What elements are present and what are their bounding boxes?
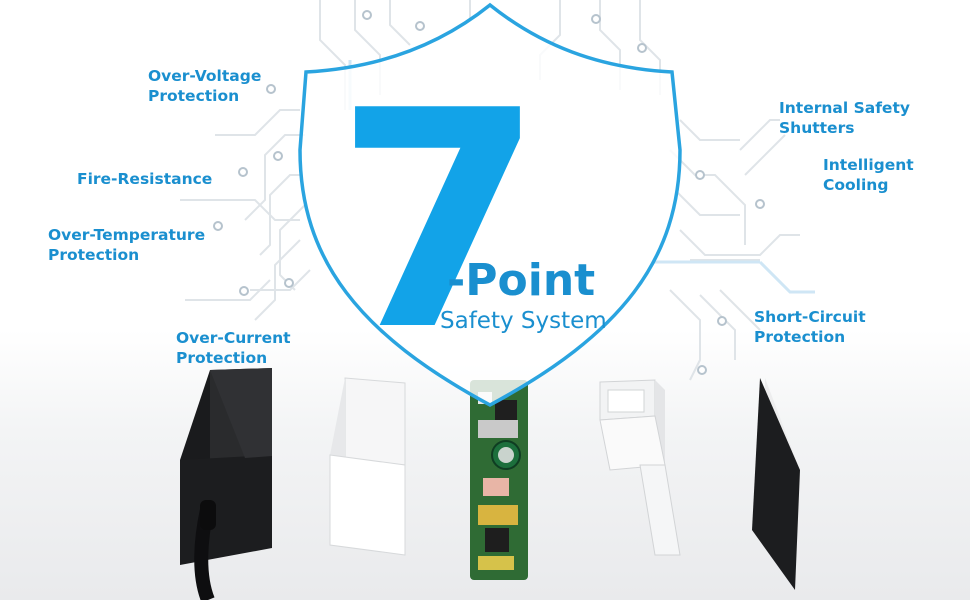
headline-word: -Point — [447, 255, 596, 306]
feature-label-fire-resistance: Fire-Resistance — [77, 169, 212, 189]
white-shell-back — [599, 379, 681, 556]
white-shell-front — [329, 377, 406, 556]
headline-subtitle: Safety System — [440, 308, 607, 334]
circuit-board-graphic — [470, 380, 528, 580]
feature-line: Fire-Resistance — [77, 170, 213, 188]
feature-line: Over-Current — [176, 329, 291, 347]
feature-line: Short-Circuit — [754, 308, 866, 326]
feature-label-over-temperature: Over-Temperature Protection — [48, 225, 205, 265]
feature-line: Cooling — [823, 176, 889, 194]
feature-label-short-circuit: Short-Circuit Protection — [754, 307, 866, 347]
feature-line: Protection — [48, 246, 140, 264]
feature-label-intelligent-cooling: Intelligent Cooling — [823, 155, 914, 195]
feature-line: Over-Voltage — [148, 67, 262, 85]
headline-number: 7 — [335, 47, 544, 396]
feature-line: Internal Safety — [779, 99, 910, 117]
feature-line: Shutters — [779, 119, 855, 137]
feature-label-internal-safety-shutters: Internal Safety Shutters — [779, 98, 910, 138]
feature-line: Protection — [176, 349, 268, 367]
feature-line: Protection — [754, 328, 846, 346]
feature-line: Over-Temperature — [48, 226, 206, 244]
back-panel — [752, 378, 800, 590]
feature-line: Protection — [148, 87, 240, 105]
feature-label-over-current: Over-Current Protection — [176, 328, 291, 368]
feature-label-over-voltage: Over-Voltage Protection — [148, 66, 261, 106]
feature-line: Intelligent — [823, 156, 914, 174]
adapter-housing — [180, 368, 272, 600]
